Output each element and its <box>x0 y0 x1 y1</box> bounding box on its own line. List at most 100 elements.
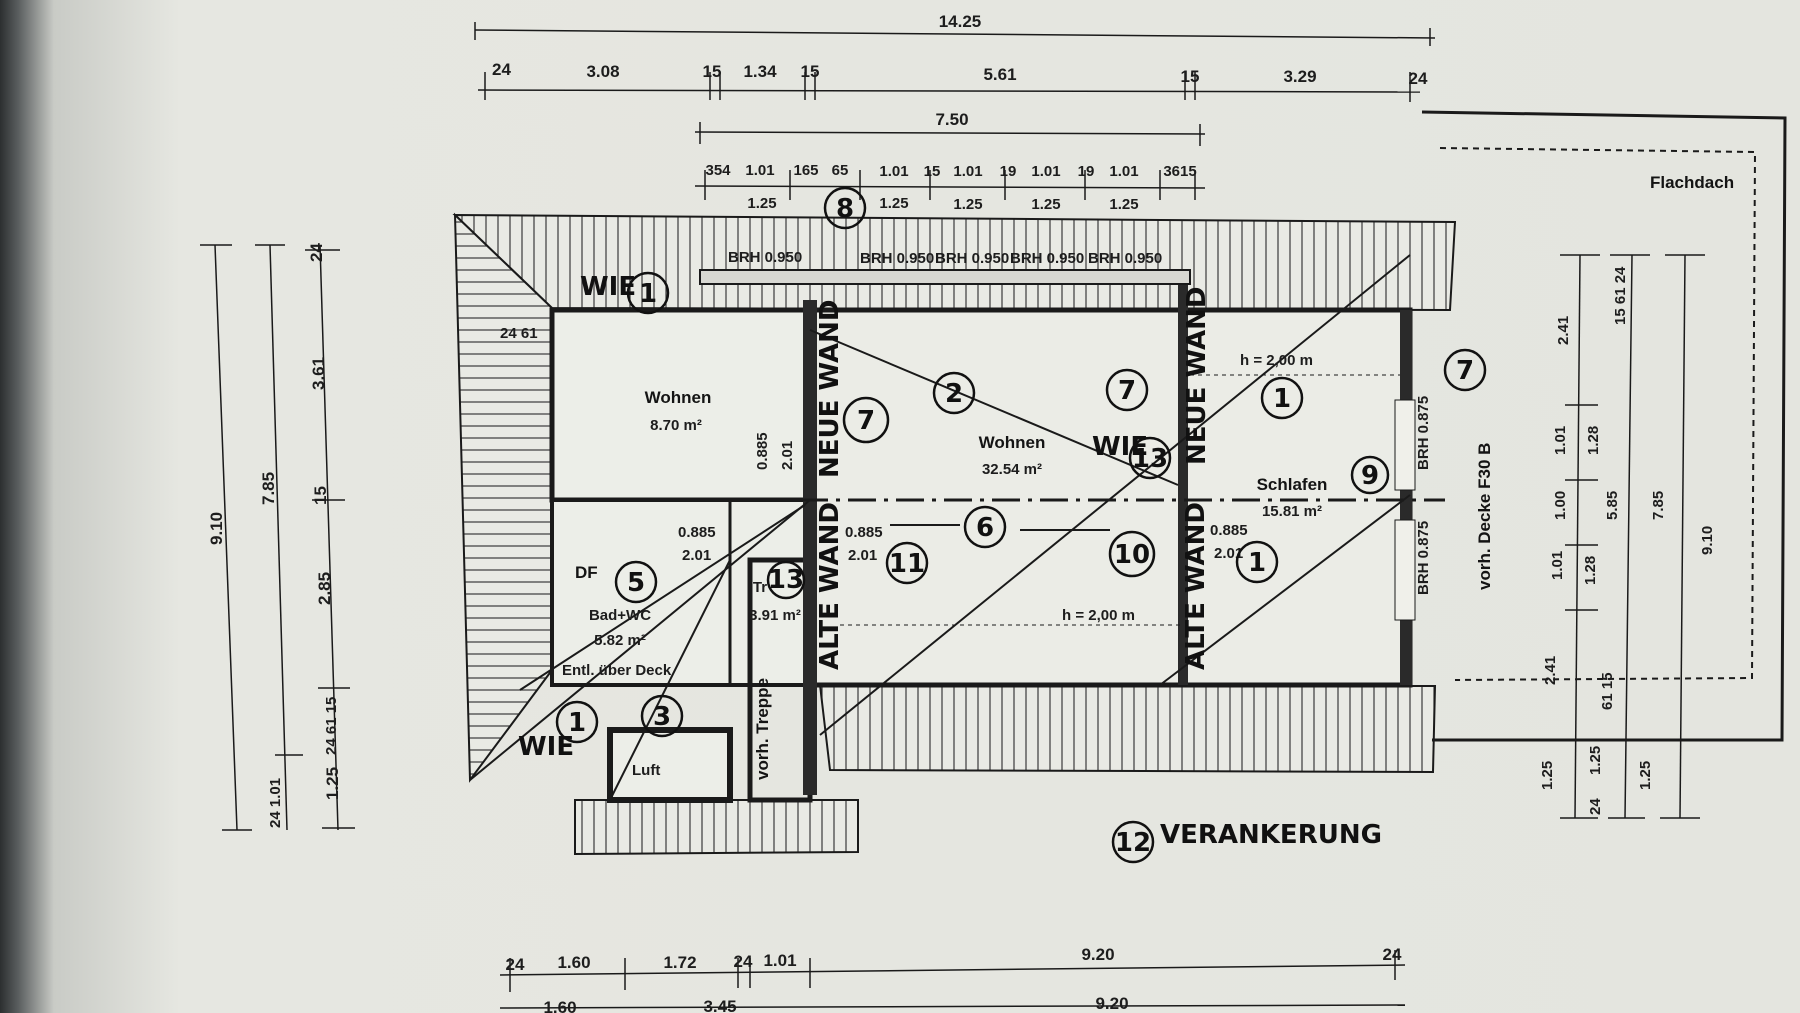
top-dimensions <box>474 22 1436 200</box>
height-note: h = 2,00 m <box>1062 607 1135 624</box>
dim-detail: 19 <box>1078 163 1095 180</box>
dim-bottom: 1.60 <box>543 998 576 1013</box>
marker-number: 6 <box>976 513 994 543</box>
door-height: 2.01 <box>682 547 711 564</box>
handwritten-notes: NEUE WAND NEUE WAND ALTE WAND ALTE WAND … <box>518 272 1382 850</box>
marker-12 <box>1111 820 1155 864</box>
dim-right: 15 61 24 <box>1612 266 1629 325</box>
marker-1 <box>555 700 599 744</box>
dim-right: 1.28 <box>1585 426 1602 455</box>
dim-top: 1.34 <box>743 62 777 81</box>
dim-bottom: 1.60 <box>557 953 590 972</box>
dim-top: 15 <box>1181 67 1200 86</box>
dim-right: 2.41 <box>1555 316 1572 345</box>
room-area: 15.81 m² <box>1262 503 1322 520</box>
dim-right: 24 <box>1587 798 1604 815</box>
dim-right: 1.00 <box>1552 491 1569 520</box>
bottom-dimensions <box>499 950 1406 1009</box>
flachdach-label: Flachdach <box>1650 173 1734 192</box>
room-labels: Wohnen 8.70 m² Wohnen 32.54 m² Schlafen … <box>562 352 1327 780</box>
df-label: DF <box>575 563 598 582</box>
dim-right: 1.01 <box>1549 551 1566 580</box>
marker-number: 7 <box>857 406 875 436</box>
neue-wand-note: NEUE WAND <box>1182 287 1212 465</box>
luft-label: Luft <box>632 762 660 779</box>
dim-module: 1.25 <box>1031 196 1060 213</box>
dim-bottom: 3.45 <box>703 997 736 1013</box>
entl-label: Entl. über Deck <box>562 662 672 679</box>
door-height: 2.01 <box>848 547 877 564</box>
dim-top: 24 <box>492 60 511 79</box>
marker-1 <box>1235 540 1279 584</box>
dim-bottom: 9.20 <box>1081 945 1114 964</box>
walls <box>549 269 1416 803</box>
room-name: Wohnen <box>645 388 712 407</box>
room-name: Wohnen <box>979 433 1046 452</box>
dim-bottom: 24 <box>506 955 525 974</box>
room-area: 3.91 m² <box>749 607 801 624</box>
marker-number: 13 <box>1132 444 1168 474</box>
dim-detail: 354 <box>705 162 731 179</box>
alte-wand-note: ALTE WAND <box>1181 502 1211 670</box>
dim-top: 5.61 <box>983 65 1016 84</box>
dim-module: 1.25 <box>953 196 982 213</box>
decke-label: vorh. Decke F30 B <box>1475 443 1494 590</box>
room-name: Schlafen <box>1257 475 1328 494</box>
left-dimension-labels: 9.10 7.85 24 3.61 15 2.85 24 61 15 24 1.… <box>207 243 538 828</box>
dim-top: 3.29 <box>1283 67 1316 86</box>
dim-right: 61 15 <box>1599 672 1616 710</box>
marker-number: 13 <box>768 565 804 595</box>
dim-left: 24 61 <box>500 325 538 342</box>
door-height: 2.01 <box>779 441 796 470</box>
marker-11 <box>885 541 929 585</box>
flat-roof: Flachdach vorh. Decke F30 B <box>1421 110 1787 742</box>
room-name: Tr <box>753 579 767 596</box>
room-name: Bad+WC <box>589 607 651 624</box>
marker-10 <box>1108 530 1156 578</box>
right-dimensions <box>1560 254 1705 819</box>
marker-number: 12 <box>1115 828 1151 858</box>
dim-detail: 1.01 <box>1031 163 1060 180</box>
treppe-label: vorh. Treppe <box>753 678 772 780</box>
dim-detail: 1.01 <box>953 163 982 180</box>
dim-right: 5.85 <box>1604 491 1621 520</box>
marker-9 <box>1350 455 1390 495</box>
dim-detail: 1.01 <box>745 162 774 179</box>
marker-13 <box>766 560 806 600</box>
dim-detail: 1.01 <box>879 163 908 180</box>
dim-top: 3.08 <box>586 62 619 81</box>
door-width: 0.885 <box>754 432 771 470</box>
marker-number: 1 <box>1248 548 1266 578</box>
marker-number: 11 <box>889 549 925 579</box>
circled-markers <box>555 186 1487 864</box>
marker-number: 3 <box>653 702 671 732</box>
marker-7 <box>842 396 890 444</box>
door-height: 2.01 <box>1214 545 1243 562</box>
dim-750: 7.50 <box>935 110 968 129</box>
brh-label: BRH 0.875 <box>1415 396 1432 470</box>
marker-3 <box>640 694 684 738</box>
marker-13 <box>1128 436 1172 480</box>
top-dimension-labels: 14.25 24 3.08 15 1.34 15 5.61 15 3.29 24… <box>492 12 1428 213</box>
dim-right: 1.25 <box>1587 746 1604 775</box>
dim-top: 24 <box>1409 69 1428 88</box>
brh-label: BRH 0.950 <box>1010 250 1084 267</box>
door-width: 0.885 <box>1210 522 1248 539</box>
door-width: 0.885 <box>678 524 716 541</box>
dim-module: 1.25 <box>879 195 908 212</box>
marker-number: 8 <box>836 194 854 224</box>
marker-7 <box>1105 368 1149 412</box>
dim-top: 15 <box>801 62 820 81</box>
dim-right: 1.01 <box>1552 426 1569 455</box>
wie-note: WIE <box>518 732 574 762</box>
dim-detail: 1.01 <box>1109 163 1138 180</box>
door-width: 0.885 <box>845 524 883 541</box>
dim-right: 1.25 <box>1637 761 1654 790</box>
marker-1 <box>626 271 670 315</box>
dim-total: 14.25 <box>939 12 982 31</box>
marker-number: 10 <box>1114 540 1150 570</box>
dim-left: 1.25 <box>323 767 342 800</box>
dim-left: 24 61 15 <box>323 697 340 755</box>
